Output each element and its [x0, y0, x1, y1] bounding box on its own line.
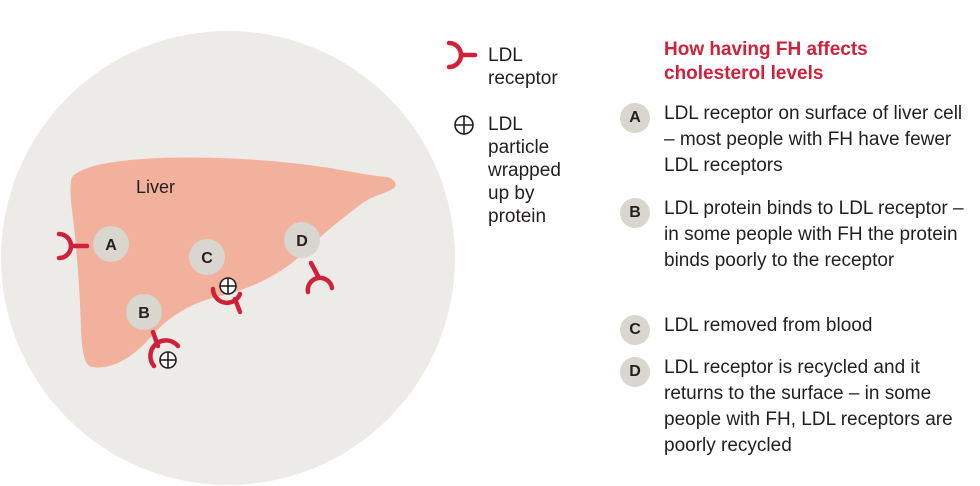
legend-particle-label: LDL particle wrapped up by protein	[488, 114, 561, 227]
legend-receptor-icon	[446, 40, 478, 70]
marker-a-label: A	[105, 237, 117, 254]
marker-b-label: B	[138, 305, 150, 322]
step-b-badge: B	[620, 198, 650, 228]
marker-d-label: D	[296, 233, 308, 250]
ldl-receptor-a-icon	[56, 231, 90, 261]
legend-particle-icon	[454, 115, 474, 135]
step-c-text: LDL removed from blood	[664, 315, 873, 336]
liver-label: Liver	[136, 177, 175, 197]
ldl-receptor-c-icon	[210, 286, 243, 315]
ldl-particle-c-icon	[219, 277, 237, 295]
step-d-badge: D	[620, 357, 650, 387]
step-c: C LDL removed from blood	[620, 313, 965, 345]
step-d: D LDL receptor is recycled and it return…	[620, 355, 965, 459]
step-a: A LDL receptor on surface of liver cell …	[620, 101, 965, 179]
marker-c-label: C	[201, 250, 213, 267]
ldl-particle-b-icon	[159, 351, 177, 369]
marker-b	[126, 294, 162, 330]
step-a-badge: A	[620, 103, 650, 133]
step-b-text: LDL protein binds to LDL receptor – in s…	[664, 198, 964, 271]
marker-a	[93, 226, 129, 262]
marker-d	[284, 222, 320, 258]
step-b: B LDL protein binds to LDL receptor – in…	[620, 196, 965, 274]
panel-title: How having FH affects cholesterol levels	[664, 39, 868, 84]
step-a-text: LDL receptor on surface of liver cell – …	[664, 103, 963, 176]
step-d-text: LDL receptor is recycled and it returns …	[664, 357, 953, 456]
marker-c	[189, 239, 225, 275]
legend-receptor-label: LDL receptor	[488, 45, 558, 89]
liver-diagram: Liver A B C D	[1, 31, 478, 485]
ldl-receptor-d-icon	[305, 260, 335, 295]
step-c-badge: C	[620, 315, 650, 345]
ldl-receptor-b-icon	[148, 329, 181, 369]
